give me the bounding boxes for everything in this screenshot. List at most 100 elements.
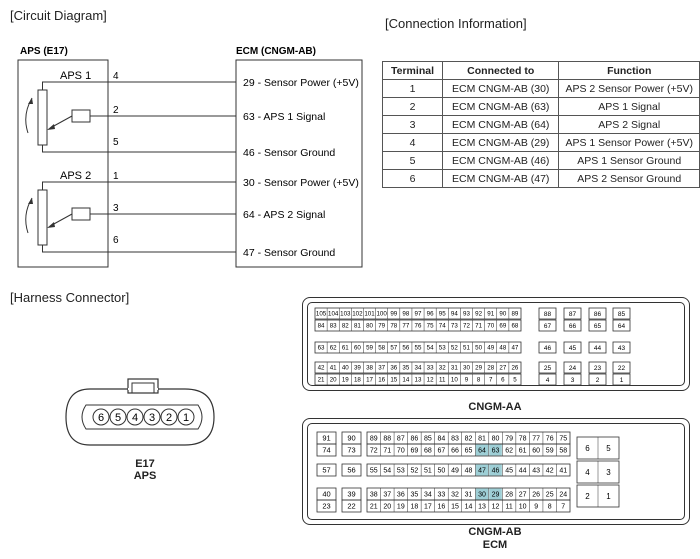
- pin-label: 76: [546, 436, 554, 443]
- pin-label: 70: [487, 323, 494, 330]
- pin-label: 5: [513, 377, 517, 384]
- pin-label: 35: [402, 365, 409, 372]
- pin-label: 37: [383, 492, 391, 499]
- pin-label: 88: [544, 311, 552, 318]
- pin-label: 84: [438, 436, 446, 443]
- pin-group: [588, 341, 607, 354]
- aps-pin-label: 4: [132, 412, 138, 424]
- cngm-aa-caption: CNGM-AA: [468, 401, 522, 413]
- pin-label: 63: [492, 448, 500, 455]
- pin-label: 20: [330, 377, 337, 384]
- pin-label: 46: [544, 345, 552, 352]
- wire-pin-5: 5: [113, 137, 119, 148]
- pin-label: 91: [322, 434, 330, 443]
- connection-info-heading: [Connection Information]: [385, 16, 527, 31]
- pin-label: 72: [463, 323, 470, 330]
- pin-label: 98: [402, 311, 409, 318]
- pin-label: 67: [438, 448, 446, 455]
- cngm-ab-caption: CNGM-AB ECM: [302, 526, 688, 552]
- pin-label: 32: [439, 365, 446, 372]
- pin-label: 34: [424, 492, 432, 499]
- aps-connector-caption: E17 APS: [125, 458, 165, 482]
- pin-label: 68: [424, 448, 432, 455]
- pin-label: 88: [383, 436, 391, 443]
- pin-label: 2: [596, 377, 600, 384]
- wire-pin-1: 1: [113, 171, 119, 182]
- pin-label: 65: [465, 448, 473, 455]
- aps-pin: [109, 408, 127, 426]
- wire-pin-6: 6: [113, 235, 119, 246]
- pin-group: [612, 373, 631, 386]
- pin-label: 47: [478, 468, 486, 475]
- pin-label: 86: [594, 311, 602, 318]
- pin-label: 61: [342, 345, 349, 352]
- pin-label: 79: [505, 436, 513, 443]
- pin-label: 54: [383, 468, 391, 475]
- pin-label: 15: [390, 377, 397, 384]
- pin-label: 55: [370, 468, 378, 475]
- pin-label: 24: [569, 365, 577, 372]
- pin-label: 76: [415, 323, 422, 330]
- pin-label: 14: [465, 504, 473, 511]
- pin-label: 69: [410, 448, 418, 455]
- pin-highlight: [475, 464, 489, 476]
- pin-label: 16: [438, 504, 446, 511]
- pin-label: 50: [438, 468, 446, 475]
- pin-label: 40: [342, 365, 349, 372]
- pin-label: 36: [397, 492, 405, 499]
- pin-label: 33: [427, 365, 434, 372]
- pin-label: 27: [519, 492, 527, 499]
- aps-box: [17, 59, 109, 268]
- pin-highlight: [475, 444, 489, 456]
- pin-label: 78: [519, 436, 527, 443]
- pin-label: 25: [544, 365, 552, 372]
- pin-label: 34: [415, 365, 422, 372]
- pin-label: 97: [415, 311, 422, 318]
- pin-label: 58: [378, 345, 385, 352]
- pin-label: 70: [397, 448, 405, 455]
- pin-label: 57: [322, 466, 330, 475]
- pin-label: 8: [548, 504, 552, 511]
- pin-group: [563, 319, 582, 332]
- pin-label: 43: [618, 345, 626, 352]
- pin-label: 65: [594, 323, 602, 330]
- pin-label: 1: [620, 377, 624, 384]
- pin-highlight: [489, 444, 502, 456]
- pin-label: 42: [318, 365, 325, 372]
- cell-connected: ECM CNGM-AB (47): [441, 169, 560, 188]
- pin-label: 41: [559, 468, 567, 475]
- pin-label: 72: [370, 448, 378, 455]
- ecm-label-63: 63 - APS 1 Signal: [243, 111, 325, 123]
- pin-group: [612, 307, 631, 320]
- pin-label: 48: [465, 468, 473, 475]
- pin-label: 27: [499, 365, 506, 372]
- wire-pin-2: 2: [113, 105, 119, 116]
- pin-label: 77: [532, 436, 540, 443]
- pin-label: 11: [439, 377, 446, 384]
- pin-label: 16: [378, 377, 385, 384]
- ecm-label-47: 47 - Sensor Ground: [243, 247, 335, 259]
- pin-label: 28: [487, 365, 494, 372]
- pin-label: 54: [427, 345, 434, 352]
- pin-label: 52: [451, 345, 458, 352]
- pin-group: [366, 443, 571, 457]
- pin-label: 81: [354, 323, 361, 330]
- pin-label: 3: [571, 377, 575, 384]
- pin-label: 38: [366, 365, 373, 372]
- pin-label: 37: [378, 365, 385, 372]
- pin-label: 86: [410, 436, 418, 443]
- pin-label: 38: [370, 492, 378, 499]
- pin-label: 69: [499, 323, 506, 330]
- aps-pin: [177, 408, 195, 426]
- pin-label: 39: [347, 490, 355, 499]
- pin-label: 96: [427, 311, 434, 318]
- pin-label: 7: [489, 377, 493, 384]
- pin-group: [314, 319, 522, 332]
- pin-label: 60: [532, 448, 540, 455]
- pin-label: 2: [585, 492, 590, 501]
- pin-label: 61: [519, 448, 527, 455]
- pin-group: [366, 463, 571, 477]
- pin-group: [612, 341, 631, 354]
